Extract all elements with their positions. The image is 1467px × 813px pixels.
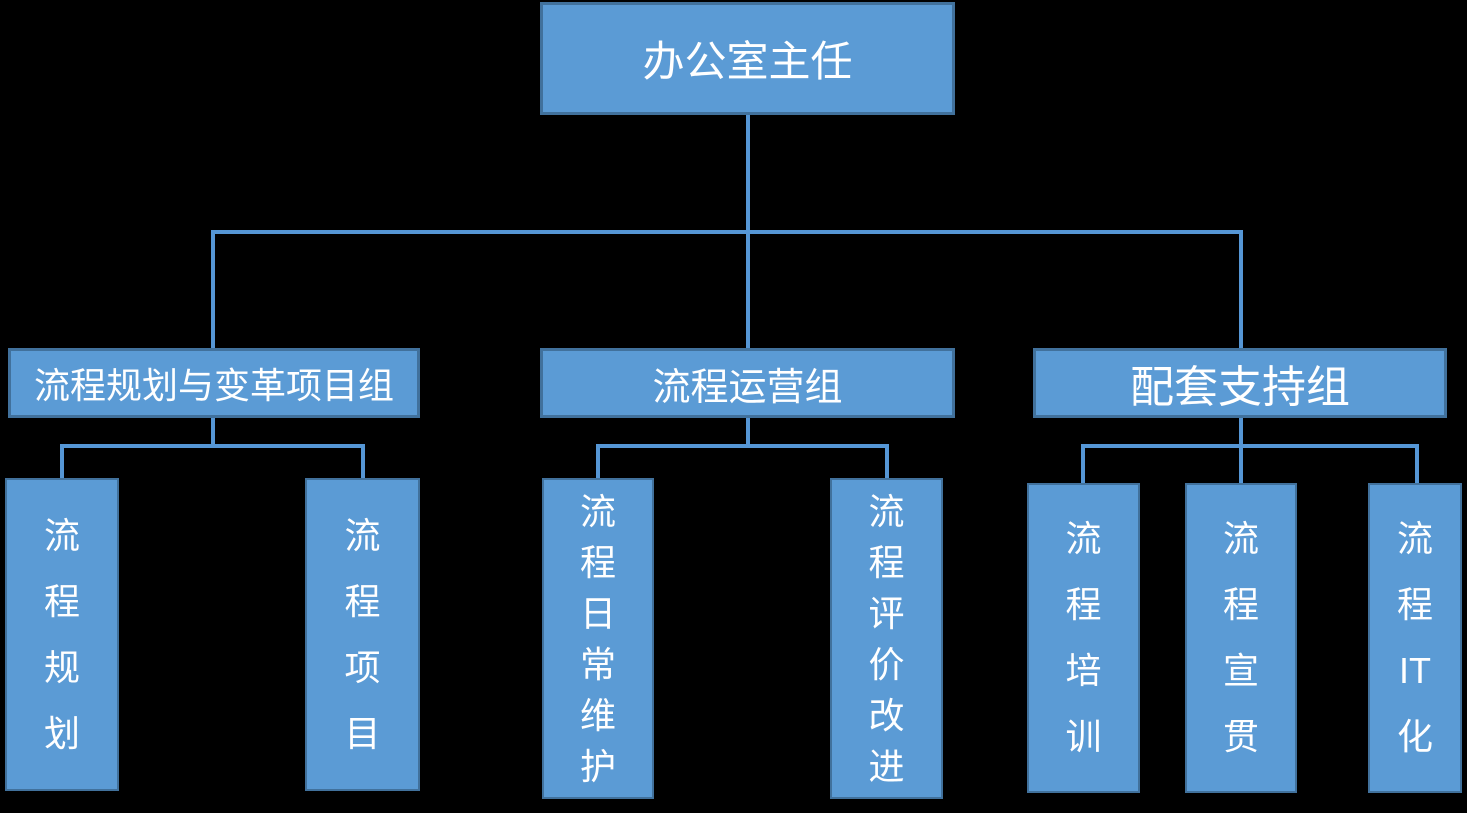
connector-main-horizontal [211, 230, 1243, 234]
org-node-leaf2-label: 流 程 项 目 [344, 514, 381, 754]
org-node-leaf4-label: 流 程 评 价 改 进 [868, 490, 905, 787]
connector-group2-stem [746, 416, 750, 448]
org-node-group3: 配套支持组 [1033, 348, 1447, 418]
org-node-leaf4: 流 程 评 价 改 进 [830, 478, 943, 799]
connector-drop-leaf2 [361, 444, 365, 480]
org-node-leaf3-label: 流 程 日 常 维 护 [579, 490, 616, 787]
org-node-leaf7-label: 流 程 IT 化 [1396, 518, 1433, 757]
org-node-leaf2: 流 程 项 目 [305, 478, 420, 791]
connector-group3-stem [1239, 416, 1243, 448]
connector-drop-leaf6 [1239, 444, 1243, 485]
connector-group3-horizontal [1081, 444, 1419, 448]
connector-drop-leaf5 [1081, 444, 1085, 485]
connector-drop-group1 [211, 230, 215, 350]
org-node-group1-label: 流程规划与变革项目组 [33, 365, 394, 406]
connector-drop-leaf1 [60, 444, 64, 480]
org-node-group2-label: 流程运营组 [652, 366, 843, 409]
org-node-group1: 流程规划与变革项目组 [8, 348, 420, 418]
connector-group2-horizontal [596, 444, 889, 448]
connector-root-stem [746, 113, 750, 232]
connector-drop-group2 [746, 230, 750, 350]
org-node-group3-label: 配套支持组 [1130, 363, 1350, 412]
org-node-leaf7: 流 程 IT 化 [1368, 483, 1462, 793]
org-node-root: 办公室主任 [540, 2, 955, 115]
org-node-leaf6-label: 流 程 宣 贯 [1222, 518, 1259, 757]
connector-drop-group3 [1239, 230, 1243, 350]
org-node-leaf5: 流 程 培 训 [1027, 483, 1140, 793]
org-node-leaf5-label: 流 程 培 训 [1065, 518, 1102, 757]
org-node-leaf3: 流 程 日 常 维 护 [542, 478, 654, 799]
org-node-root-label: 办公室主任 [642, 38, 853, 85]
org-node-group2: 流程运营组 [540, 348, 955, 418]
org-node-leaf6: 流 程 宣 贯 [1185, 483, 1297, 793]
connector-drop-leaf4 [885, 444, 889, 480]
org-node-leaf1: 流 程 规 划 [5, 478, 119, 791]
connector-drop-leaf7 [1415, 444, 1419, 485]
connector-drop-leaf3 [596, 444, 600, 480]
org-node-leaf1-label: 流 程 规 划 [43, 514, 80, 754]
connector-group1-stem [211, 416, 215, 448]
connector-group1-horizontal [60, 444, 365, 448]
